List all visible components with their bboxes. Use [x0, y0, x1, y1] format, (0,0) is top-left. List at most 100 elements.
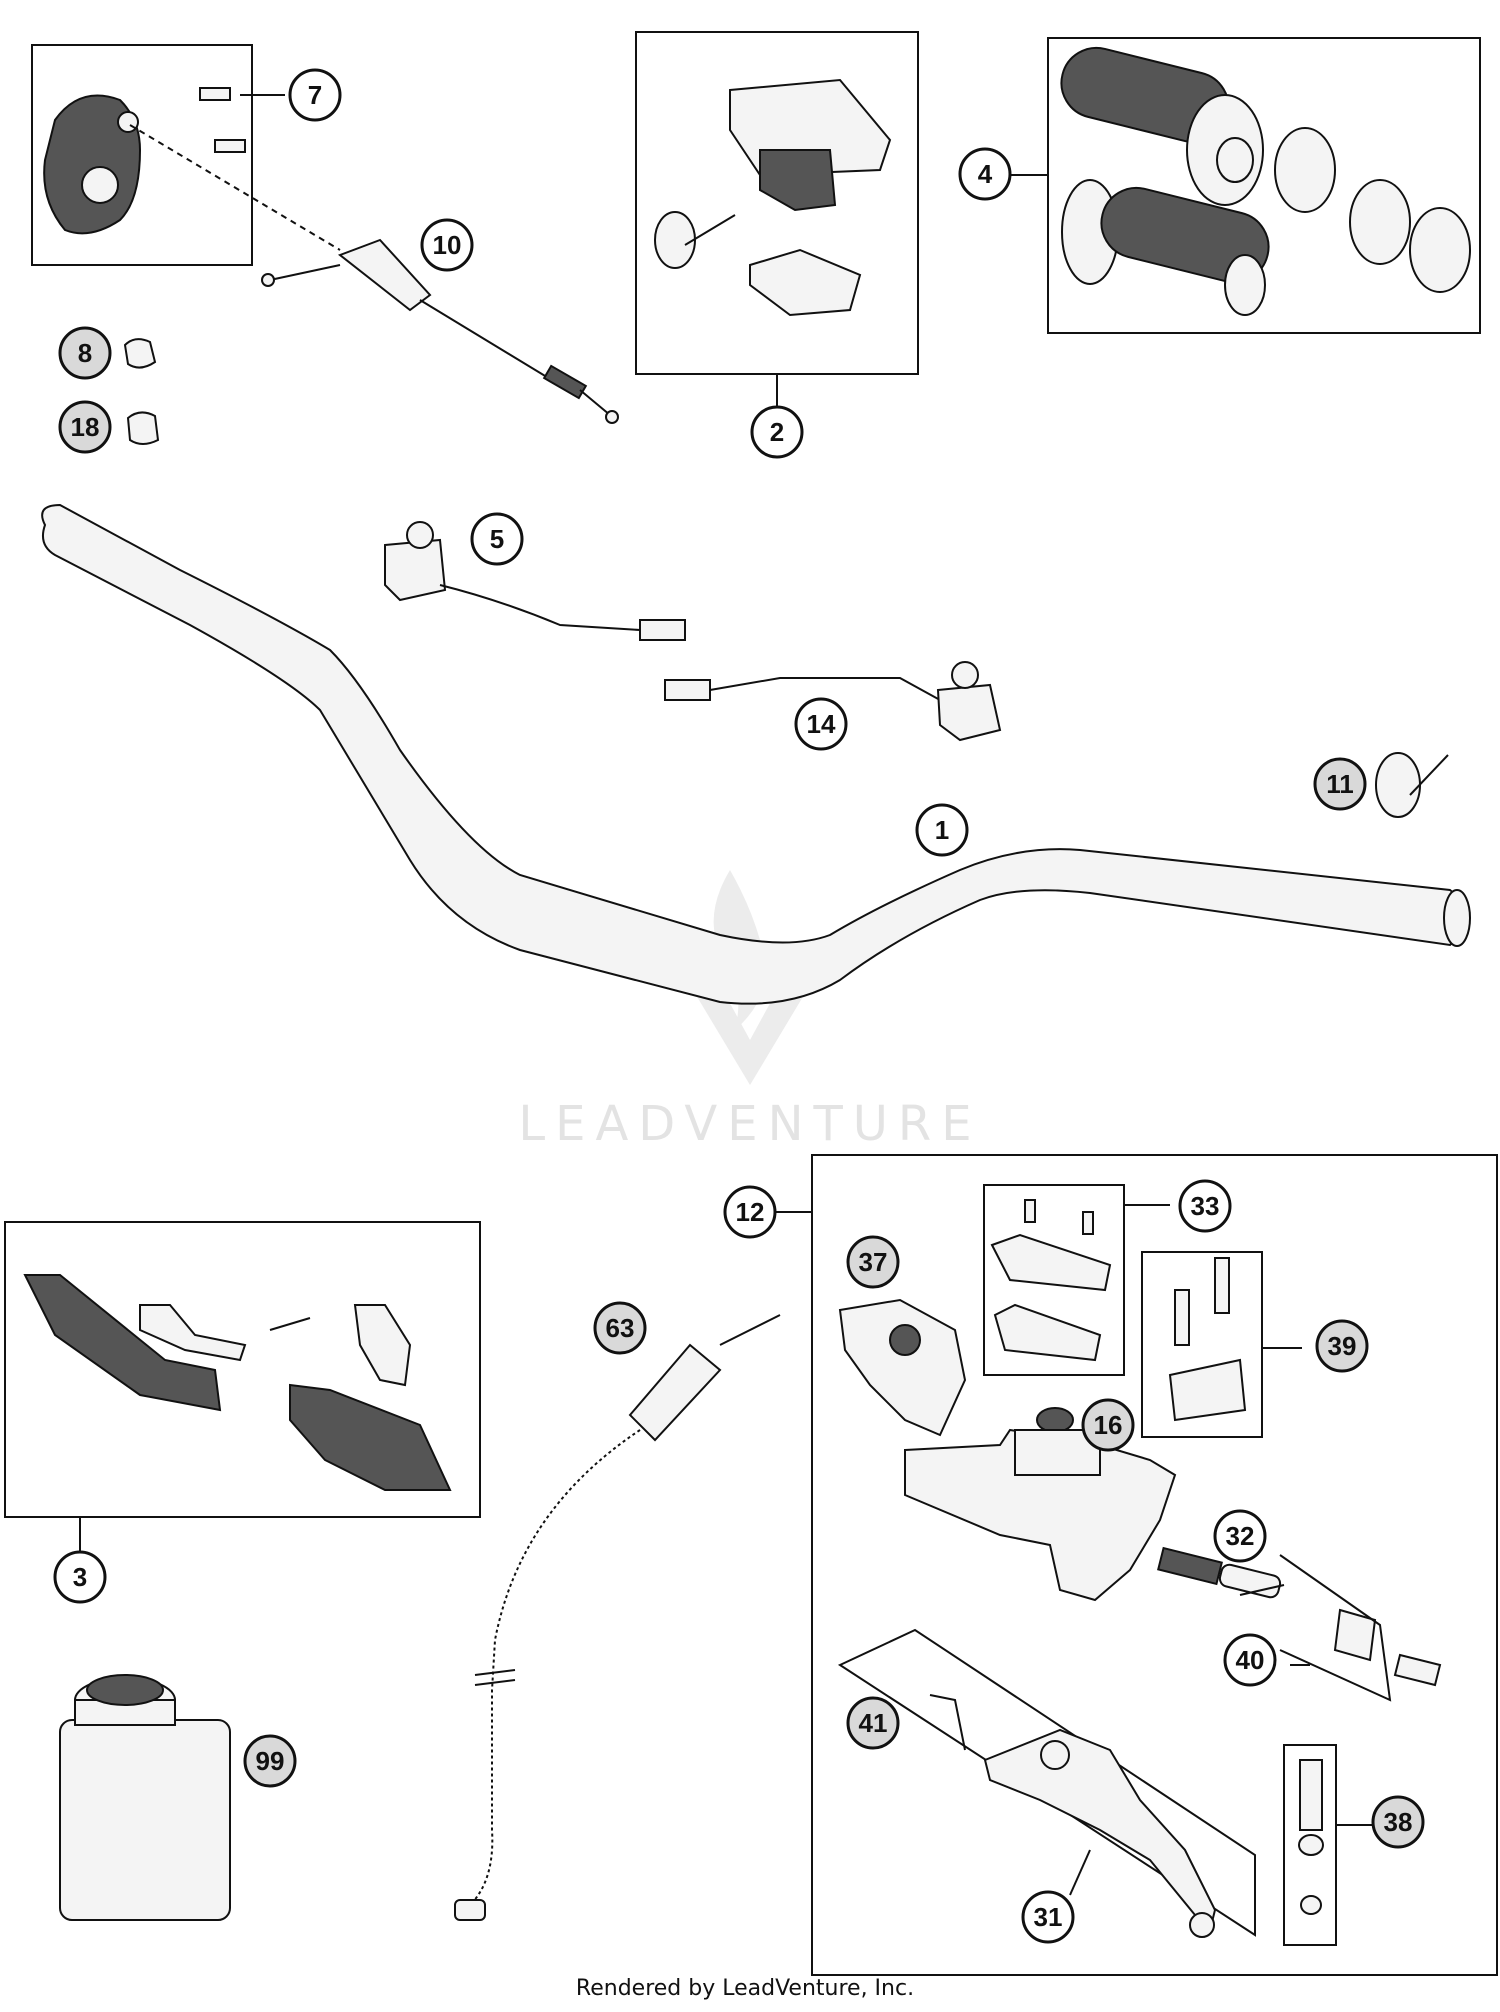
- switch-box: [635, 31, 919, 375]
- callout-12: 12: [723, 1185, 777, 1239]
- master-cylinder-box: [811, 1154, 1498, 1976]
- callout-number: 10: [433, 230, 462, 260]
- callout-16: 16: [1081, 1398, 1135, 1452]
- callout-number: 38: [1384, 1807, 1413, 1837]
- seal-16: [1036, 1407, 1074, 1433]
- handguards: [23, 1274, 452, 1491]
- callout-99: 99: [243, 1734, 297, 1788]
- reservoir-cap: [990, 1199, 1112, 1362]
- callout-number: 11: [1326, 769, 1354, 799]
- callout-number: 3: [73, 1562, 87, 1592]
- cable-tie: [1375, 752, 1449, 818]
- callout-circle: [58, 400, 112, 454]
- handlebar: [41, 503, 1471, 1005]
- callout-18: 18: [58, 400, 112, 454]
- callout-circle: [470, 512, 524, 566]
- callout-circle: [723, 1185, 777, 1239]
- callout-circle: [1313, 757, 1367, 811]
- callout-circle: [1315, 1319, 1369, 1373]
- callout-circle: [1223, 1633, 1277, 1687]
- callout-7: 7: [288, 68, 342, 122]
- master-cylinder-body: [904, 1428, 1177, 1602]
- handguards-box: [4, 1221, 481, 1518]
- callout-number: 8: [78, 338, 92, 368]
- lever-guard: [838, 1298, 967, 1437]
- callout-number: 41: [859, 1708, 888, 1738]
- bolt-box: [1283, 1744, 1337, 1946]
- callout-number: 2: [770, 417, 784, 447]
- throttle-housing: [43, 87, 246, 235]
- callout-number: 7: [308, 80, 322, 110]
- bolt: [1298, 1759, 1324, 1915]
- grips-box: [1047, 37, 1481, 334]
- clamp-box: [1141, 1251, 1263, 1438]
- callout-circle: [420, 218, 474, 272]
- callout-number: 5: [490, 524, 504, 554]
- callout-41: 41: [846, 1696, 900, 1750]
- callout-circle: [1178, 1179, 1232, 1233]
- clip-8: [123, 338, 157, 369]
- callout-4: 4: [958, 147, 1012, 201]
- callout-11: 11: [1313, 757, 1367, 811]
- callout-3: 3: [53, 1550, 107, 1604]
- callout-circle: [1213, 1509, 1267, 1563]
- throttle-housing-box: [31, 44, 253, 266]
- callout-38: 38: [1371, 1795, 1425, 1849]
- callout-33: 33: [1178, 1179, 1232, 1233]
- callout-31: 31: [1021, 1890, 1075, 1944]
- callout-39: 39: [1315, 1319, 1369, 1373]
- callout-circle: [915, 803, 969, 857]
- clamp: [1168, 1257, 1247, 1422]
- callout-circle: [750, 405, 804, 459]
- callout-number: 14: [807, 709, 836, 739]
- callout-number: 12: [736, 1197, 765, 1227]
- brake-fluid-bottle: [59, 1674, 231, 1921]
- watermark-text: LEADVENTURE: [518, 1096, 981, 1152]
- callout-number: 16: [1094, 1410, 1123, 1440]
- callout-circle: [846, 1696, 900, 1750]
- callout-8: 8: [58, 326, 112, 380]
- callout-37: 37: [846, 1235, 900, 1289]
- clip-18: [126, 411, 160, 445]
- callout-10: 10: [420, 218, 474, 272]
- footer-text: Rendered by LeadVenture, Inc.: [576, 1976, 914, 2001]
- callout-number: 32: [1226, 1521, 1255, 1551]
- callout-circle: [1021, 1890, 1075, 1944]
- throttle-cable: [261, 238, 619, 424]
- callout-number: 39: [1328, 1331, 1357, 1361]
- switch-5: [384, 521, 686, 641]
- callout-number: 1: [935, 815, 949, 845]
- callout-circle: [958, 147, 1012, 201]
- switch-unit: [654, 78, 892, 317]
- callout-32: 32: [1213, 1509, 1267, 1563]
- callout-14: 14: [794, 697, 848, 751]
- callout-number: 18: [71, 412, 100, 442]
- callout-1: 1: [915, 803, 969, 857]
- callout-circle: [58, 326, 112, 380]
- callout-circle: [1371, 1795, 1425, 1849]
- callout-circle: [1081, 1398, 1135, 1452]
- piston-kit: [1157, 1546, 1442, 1687]
- switch-14: [664, 661, 1002, 742]
- callout-circle: [593, 1301, 647, 1355]
- brake-lever: [983, 1728, 1217, 1938]
- grips: [1060, 46, 1471, 316]
- callout-number: 63: [606, 1313, 635, 1343]
- brake-line: [454, 1314, 781, 1921]
- lever-box: [837, 1628, 1256, 1937]
- callout-number: 40: [1236, 1645, 1265, 1675]
- callout-number: 31: [1034, 1902, 1063, 1932]
- callout-number: 37: [859, 1247, 888, 1277]
- callout-40: 40: [1223, 1633, 1277, 1687]
- callout-circle: [288, 68, 342, 122]
- callout-number: 4: [978, 159, 993, 189]
- callout-5: 5: [470, 512, 524, 566]
- callout-circle: [53, 1550, 107, 1604]
- callout-2: 2: [750, 405, 804, 459]
- callout-circle: [846, 1235, 900, 1289]
- callout-circle: [794, 697, 848, 751]
- cap-box: [983, 1184, 1125, 1376]
- callout-number: 33: [1191, 1191, 1220, 1221]
